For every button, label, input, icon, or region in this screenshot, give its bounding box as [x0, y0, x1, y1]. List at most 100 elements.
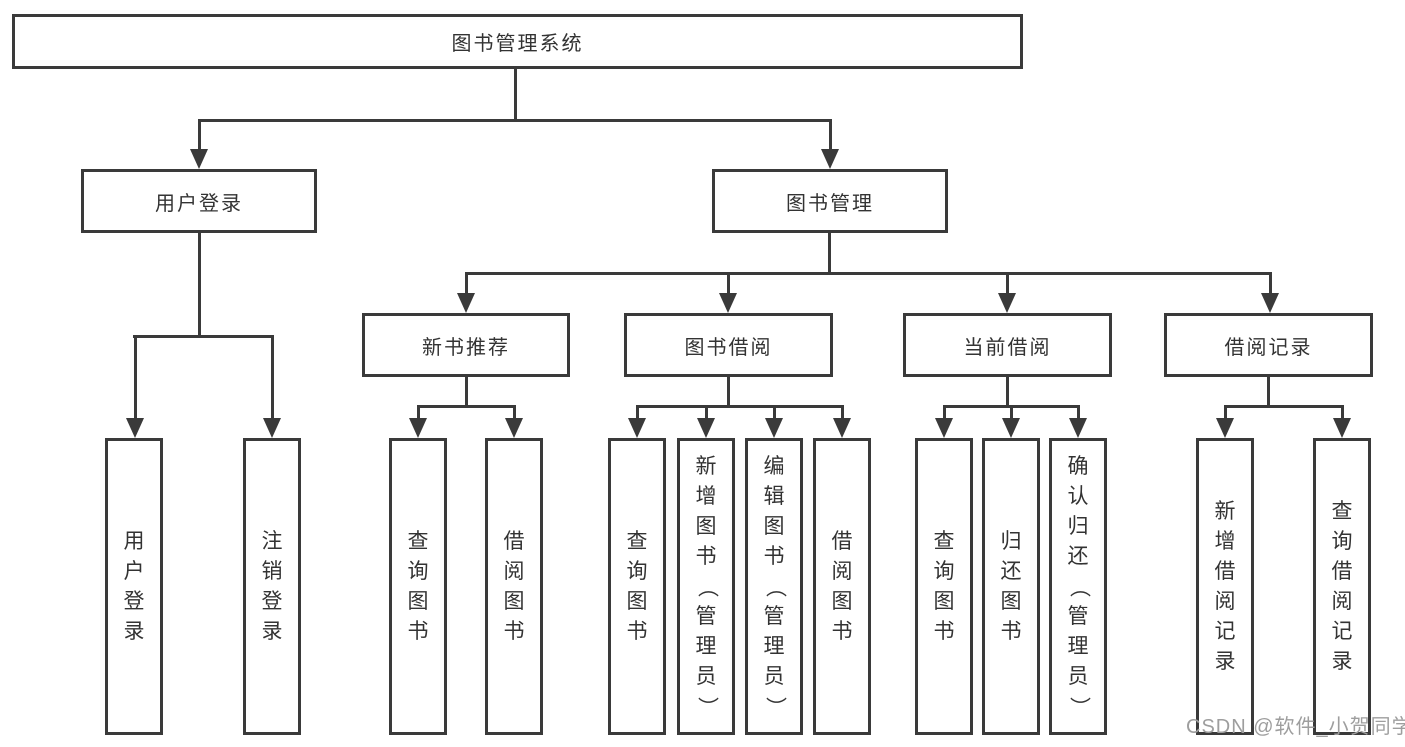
leaf-label-char: 书 [503, 619, 525, 643]
node-book-borrow-label: 图书借阅 [684, 336, 773, 359]
leaf-label-char: 记 [1331, 619, 1353, 643]
node-book-borrow: 图书借阅 [624, 313, 833, 377]
node-new-books: 新书推荐 [362, 313, 570, 377]
node-user-login: 用户登录 [81, 169, 317, 233]
arrow-down-icon [1069, 418, 1087, 438]
arrow-down-icon [1002, 418, 1020, 438]
leaf-label-char: 询 [407, 559, 429, 583]
leaf-label-char: 记 [1214, 619, 1236, 643]
leaf-label-char: 录 [261, 619, 283, 643]
arrow-down-icon [821, 149, 839, 169]
arrow-down-icon [697, 418, 715, 438]
connector-vline [1267, 376, 1270, 408]
leaf-label-char: 书 [831, 619, 853, 643]
connector-vline [727, 376, 730, 408]
arrow-shaft [726, 273, 730, 295]
arrow-down-icon [1216, 418, 1234, 438]
arrow-shaft [1005, 273, 1009, 295]
leaf-label-char: 注 [261, 529, 283, 553]
leaf-label-char: ） [695, 696, 718, 717]
connector-vline [197, 233, 201, 338]
arrow-shaft [1268, 273, 1272, 295]
leaf-label-char: 阅 [503, 559, 525, 583]
arrow-shaft [197, 120, 201, 151]
connector-hline [197, 118, 832, 122]
node-borrow-records: 借阅记录 [1164, 313, 1373, 377]
node-book-mgmt-label: 图书管理 [786, 192, 874, 215]
leaf-logout: 注销登录 [243, 438, 301, 735]
leaf-label-char: 图 [831, 589, 853, 613]
leaf-user-login: 用户登录 [105, 438, 163, 735]
connector-hline [416, 404, 516, 408]
leaf-query-books-1: 查询图书 [389, 438, 447, 735]
arrow-shaft [1223, 406, 1227, 420]
leaf-query-books-2: 查询图书 [608, 438, 666, 735]
leaf-borrow-books-1: 借阅图书 [485, 438, 543, 735]
leaf-label-char: 员 [695, 664, 717, 688]
leaf-label-char: 图 [626, 589, 648, 613]
arrow-shaft [416, 406, 420, 420]
arrow-down-icon [263, 418, 281, 438]
node-current-borrow-label: 当前借阅 [963, 336, 1052, 359]
leaf-add-borrow-record: 新增借阅记录 [1196, 438, 1254, 735]
leaf-label-char: 户 [123, 559, 145, 583]
leaf-label-char: 询 [933, 559, 955, 583]
arrow-down-icon [457, 293, 475, 313]
leaf-label-char: ） [1067, 696, 1090, 717]
connector-hline [132, 334, 274, 338]
connector-vline [827, 233, 831, 275]
watermark: CSDN @软件_小贺同学 [1186, 716, 1405, 738]
leaf-label-char: 书 [933, 619, 955, 643]
leaf-label-char: （ [1067, 576, 1090, 597]
leaf-label-char: 阅 [1331, 589, 1353, 613]
leaf-label-char: 还 [1067, 544, 1089, 568]
leaf-label-char: 书 [1000, 619, 1022, 643]
leaf-label-char: （ [695, 576, 718, 597]
arrow-shaft [704, 406, 708, 420]
leaf-confirm-return-admin: 确认归还（管理员） [1049, 438, 1107, 735]
connector-vline [464, 376, 468, 408]
node-new-books-label: 新书推荐 [422, 336, 510, 359]
arrow-down-icon [765, 418, 783, 438]
leaf-label-char: 登 [261, 589, 283, 613]
leaf-label-char: 理 [1067, 634, 1089, 658]
leaf-label-char: 图 [933, 589, 955, 613]
leaf-label-char: 录 [123, 619, 145, 643]
arrow-down-icon [935, 418, 953, 438]
leaf-label-char: 询 [1331, 529, 1353, 553]
leaf-label-char: 辑 [763, 484, 785, 508]
leaf-label-char: 图 [407, 589, 429, 613]
leaf-label-char: 销 [261, 559, 283, 583]
connector-hline [464, 271, 1272, 275]
leaf-label-char: 阅 [831, 559, 853, 583]
leaf-label-char: 借 [1331, 559, 1353, 583]
leaf-label-char: 编 [763, 454, 785, 478]
leaf-label-char: 增 [1214, 529, 1236, 553]
arrow-shaft [464, 273, 468, 295]
leaf-edit-book-admin: 编辑图书（管理员） [745, 438, 803, 735]
connector-vline [514, 69, 517, 122]
leaf-label-char: 录 [1214, 649, 1236, 673]
leaf-label-char: 查 [933, 529, 955, 553]
arrow-shaft [635, 406, 639, 420]
arrow-down-icon [505, 418, 523, 438]
arrow-shaft [840, 406, 844, 420]
arrow-shaft [270, 336, 274, 420]
leaf-label-char: 查 [407, 529, 429, 553]
leaf-label-char: 图 [1000, 589, 1022, 613]
leaf-label-char: 增 [695, 484, 717, 508]
leaf-label-char: 图 [695, 514, 717, 538]
leaf-label-char: 用 [123, 529, 145, 553]
arrow-shaft [133, 336, 137, 420]
leaf-label-char: 理 [695, 634, 717, 658]
node-current-borrow: 当前借阅 [903, 313, 1112, 377]
leaf-query-books-3: 查询图书 [915, 438, 973, 735]
arrow-shaft [828, 120, 832, 151]
arrow-down-icon [1333, 418, 1351, 438]
connector-vline [1006, 376, 1009, 408]
leaf-label-char: 查 [626, 529, 648, 553]
arrow-down-icon [1261, 293, 1279, 313]
leaf-label-char: 管 [1067, 604, 1089, 628]
connector-hline [1223, 404, 1344, 408]
